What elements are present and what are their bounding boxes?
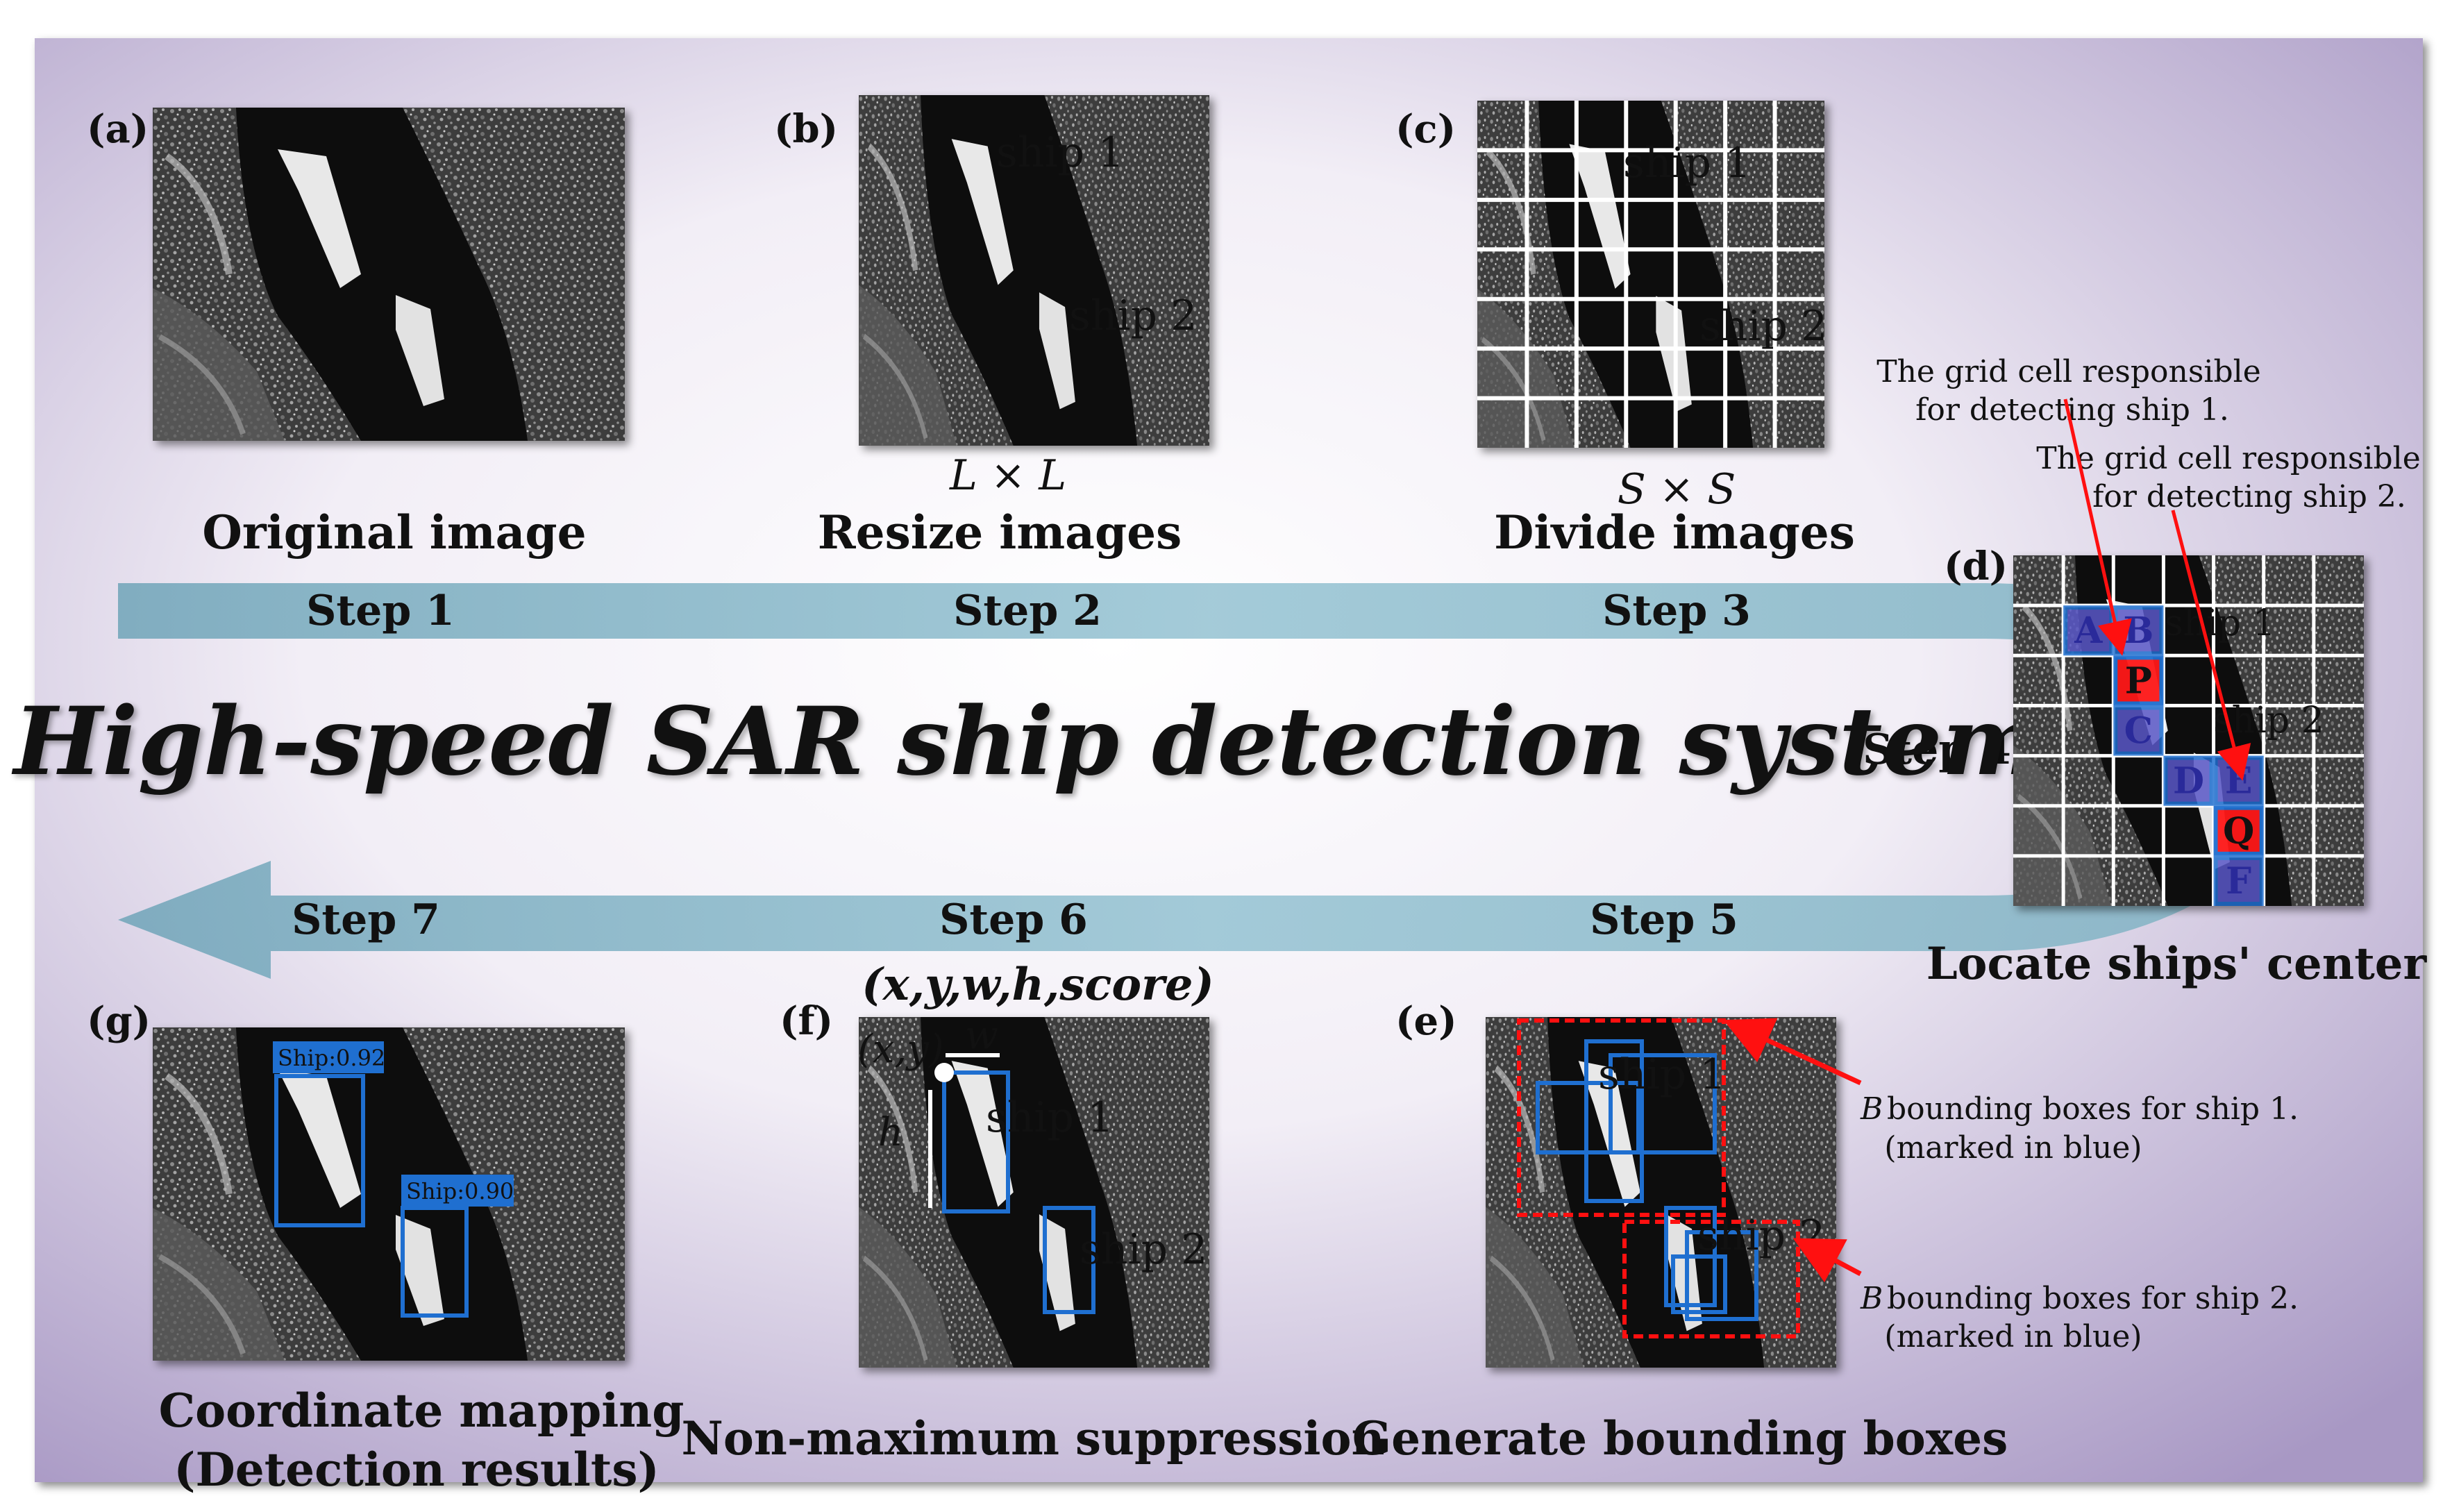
- panel-b-ship2: ship 2: [1069, 292, 1197, 340]
- panel-d-caption: Locate ships' center: [1926, 938, 2428, 990]
- grid-cell-label-Q: Q: [2223, 810, 2254, 852]
- panel-f-box-2: [1043, 1206, 1095, 1314]
- panel-d-arrow-1: [2063, 398, 2132, 656]
- panel-f-caption: Non-maximum suppression: [682, 1411, 1385, 1465]
- panel-d-note2-line1: The grid cell responsible: [2036, 441, 2421, 476]
- diagram-title: High-speed SAR ship detection system: [11, 686, 2041, 796]
- step-6-label: Step 6: [939, 896, 1088, 944]
- panel-e-ship1: ship 1: [1598, 1050, 1726, 1099]
- grid-cell-label-P: P: [2125, 660, 2152, 702]
- panel-f-origin-point: [934, 1063, 954, 1082]
- panel-d-note2-line2: for detecting ship 2.: [2092, 479, 2406, 514]
- panel-e-ship2: ship 2: [1697, 1211, 1825, 1260]
- step-1-label: Step 1: [306, 587, 455, 635]
- step-3-label: Step 3: [1602, 587, 1751, 635]
- panel-g-image: [153, 1027, 625, 1361]
- step-5-label: Step 5: [1590, 896, 1738, 944]
- panel-c-tag: (c): [1395, 106, 1456, 152]
- grid-cell-C: [2113, 705, 2164, 756]
- panel-d-ship1: ship 1: [2165, 603, 2276, 644]
- step-2-label: Step 2: [953, 587, 1102, 635]
- step-7-label: Step 7: [292, 896, 440, 944]
- panel-e-note2-sub: (marked in blue): [1884, 1319, 2142, 1354]
- grid-cell-Q: [2213, 805, 2264, 856]
- panel-g-tag: (g): [87, 998, 151, 1044]
- grid-cell-P: [2113, 655, 2164, 706]
- grid-cell-F: [2213, 855, 2264, 907]
- panel-d-tag: (d): [1944, 544, 2008, 589]
- panel-e-tag: (e): [1395, 998, 1457, 1044]
- panel-c-ship1: ship 1: [1623, 139, 1751, 187]
- panel-b-caption: Resize images: [818, 505, 1182, 560]
- panel-e-blue-box-1c: [1609, 1053, 1717, 1154]
- panel-f-ship2: ship 2: [1080, 1225, 1207, 1274]
- panel-e-arrow-1: [1723, 1018, 1862, 1086]
- panel-f-xy: (x,y): [857, 1027, 944, 1072]
- panel-a-image: [153, 108, 625, 441]
- panel-e-blue-box-2c: [1671, 1254, 1727, 1314]
- panel-e-arrow-2: [1792, 1238, 1862, 1283]
- panel-f-h: h: [878, 1110, 903, 1155]
- panel-g-box-1: [274, 1074, 365, 1227]
- panel-g-score-1: Ship:0.92: [278, 1045, 385, 1071]
- panel-b-tag: (b): [774, 106, 838, 152]
- grid-cell-D: [2163, 755, 2214, 806]
- panel-c-dimension: S × S: [1618, 465, 1736, 514]
- panel-d-note1-line2: for detecting ship 1.: [1915, 392, 2229, 428]
- grid-cell-label-C: C: [2124, 710, 2153, 753]
- panel-c-caption: Divide images: [1494, 505, 1855, 560]
- panel-g-score-1-bg: [273, 1041, 384, 1073]
- panel-c-ship2: ship 2: [1699, 302, 1827, 351]
- panel-e-note2-b: B: [1860, 1281, 1883, 1316]
- panel-g-caption-line2: (Detection results): [174, 1443, 660, 1497]
- panel-e-note1: bounding boxes for ship 1.: [1887, 1091, 2299, 1127]
- panel-d-arrow-2: [2171, 510, 2251, 781]
- panel-d-note1-line1: The grid cell responsible: [1876, 354, 2261, 389]
- grid-cell-label-A: A: [2074, 610, 2103, 652]
- grid-cell-label-D: D: [2173, 760, 2204, 803]
- grid-cell-label-F: F: [2226, 860, 2251, 902]
- panel-e-note1-sub: (marked in blue): [1884, 1130, 2142, 1166]
- panel-e-blue-box-2b: [1685, 1230, 1758, 1321]
- grid-cell-label-B: B: [2123, 610, 2153, 652]
- panel-f-w: w: [965, 1013, 998, 1058]
- panel-g-score-2-bg: [401, 1175, 514, 1207]
- panel-f-tuple: (x,y,w,h,score): [862, 959, 1214, 1011]
- panel-e-caption: Generate bounding boxes: [1352, 1411, 2008, 1465]
- panel-b-ship1: ship 1: [996, 128, 1124, 177]
- panel-a-tag: (a): [87, 106, 149, 152]
- panel-b-dimension: L × L: [949, 451, 1066, 500]
- panel-e-note2: bounding boxes for ship 2.: [1887, 1281, 2299, 1316]
- panel-g-caption-line1: Coordinate mapping: [159, 1384, 685, 1438]
- panel-e-note1-b: B: [1860, 1091, 1883, 1127]
- panel-f-ship1: ship 1: [986, 1093, 1114, 1142]
- panel-a-caption: Original image: [202, 505, 586, 560]
- panel-f-box-1: [942, 1070, 1010, 1213]
- panel-f-tag: (f): [780, 998, 833, 1044]
- panel-g-score-2: Ship:0.90: [406, 1178, 514, 1204]
- panel-g-box-2: [401, 1206, 469, 1318]
- step-4-label: Step 4: [1863, 725, 2011, 774]
- panel-e-blue-box-1b: [1584, 1039, 1644, 1203]
- panel-c-grid: [1477, 101, 1824, 448]
